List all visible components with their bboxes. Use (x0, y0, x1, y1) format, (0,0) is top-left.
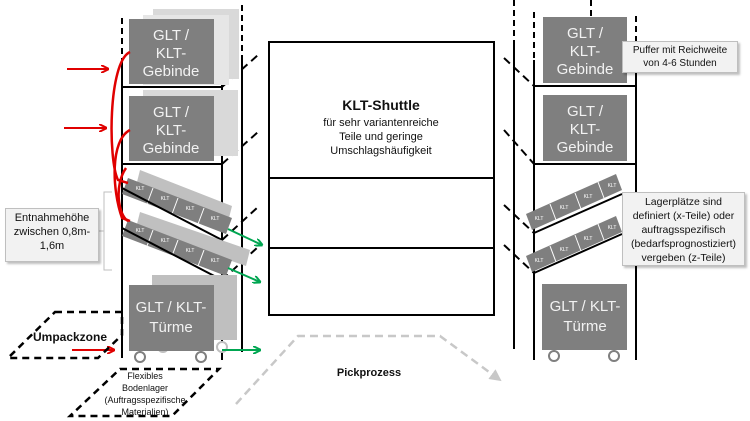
bin-label-line: KLT- (156, 122, 187, 139)
klt-label: KLT (535, 258, 544, 264)
right-inclined-shelf-1: KLT KLT KLT KLT (526, 174, 623, 234)
pick-path (235, 334, 502, 405)
pickprozess-label: Pickprozess (337, 367, 401, 379)
restock-curve (117, 167, 129, 223)
klt-label: KLT (584, 194, 593, 200)
left-towers: GLT / KLT- Türme (129, 285, 214, 363)
bin-label-line: KLT- (570, 121, 601, 138)
umpackzone-label: Umpackzone (33, 330, 107, 344)
wheel-icon (195, 351, 207, 363)
klt-label: KLT (161, 238, 170, 244)
klt-label: KLT (584, 236, 593, 242)
bodenlager-label-line: Flexibles (127, 371, 163, 381)
inclined-shelf-line (121, 187, 223, 241)
klt-label: KLT (560, 205, 569, 211)
bin-label-line: GLT / (153, 27, 190, 44)
bodenlager-label-line: Bodenlager (122, 383, 168, 393)
entnahme-callout: Entnahmehöhe zwischen 0,8m- 1,6m (5, 208, 99, 262)
rack-connector (221, 206, 259, 241)
callout-line: von 4-6 Stunden (643, 58, 717, 69)
right-bin-2: GLT / KLT- Gebinde (543, 95, 627, 161)
callout-line: Lagerplätze sind (644, 196, 723, 208)
rack-connector (503, 57, 535, 87)
left-bin-1: GLT / KLT- Gebinde (129, 19, 214, 84)
rack-connector (503, 244, 535, 274)
rack-connector (221, 246, 259, 281)
inflow-arrows (64, 50, 131, 350)
bin-label-line: GLT / (567, 25, 604, 42)
inclined-shelf-line (121, 227, 223, 281)
klt-label: KLT (136, 228, 145, 234)
rack-connector (503, 129, 535, 165)
klt-label: KLT (608, 183, 617, 189)
klt-label: KLT (211, 258, 220, 264)
callout-line: auftragsspezifisch (641, 224, 726, 236)
callout-line: 1,6m (39, 240, 65, 252)
bodenlager-label-line: Materialien) (121, 407, 168, 417)
klt-label: KLT (161, 196, 170, 202)
bin-label-line: Gebinde (143, 140, 200, 157)
puffer-callout: Puffer mit Reichweite von 4-6 Stunden (622, 41, 738, 73)
callout-line: Puffer mit Reichweite (632, 45, 728, 56)
rack-connector (221, 54, 259, 88)
bin-label-line: GLT / (153, 104, 190, 121)
left-rack: GLT / KLT- Gebinde GLT / KLT- Gebinde KL… (121, 5, 259, 363)
shuttle-title: KLT-Shuttle (342, 97, 420, 113)
tower-label-line: GLT / KLT- (550, 298, 621, 315)
left-bin-2: GLT / KLT- Gebinde (129, 96, 214, 161)
tower-label-line: Türme (149, 319, 192, 336)
wheel-icon (548, 350, 560, 362)
klt-label: KLT (535, 216, 544, 222)
outflow-arrow (227, 267, 260, 282)
bin-label-line: Gebinde (557, 61, 614, 78)
left-inclined-shelf-1: KLT KLT KLT KLT (121, 170, 232, 241)
left-inclined-shelf-2: KLT KLT KLT KLT (121, 212, 250, 281)
inclined-shelf-line (533, 233, 623, 274)
klt-label: KLT (186, 248, 195, 254)
bin-label-line: Gebinde (557, 139, 614, 156)
callout-line: zwischen 0,8m- (13, 226, 91, 238)
klt-label: KLT (186, 206, 195, 212)
restock-curve (113, 128, 131, 223)
klt-label: KLT (136, 186, 145, 192)
callout-line: definiert (x-Teile) oder (632, 210, 735, 222)
wheel-icon (608, 350, 620, 362)
outflow-arrows (222, 228, 262, 350)
klt-label: KLT (560, 247, 569, 253)
shuttle-desc-line: Teile und geringe (339, 131, 423, 143)
right-bin-1: GLT / KLT- Gebinde (543, 17, 627, 83)
right-inclined-shelf-2: KLT KLT KLT KLT (526, 216, 623, 274)
tower-label-line: GLT / KLT- (136, 299, 207, 316)
restock-curve (110, 50, 131, 185)
shuttle-desc-line: Umschlagshäufigkeit (330, 145, 432, 157)
rack-connector (503, 204, 535, 234)
lagerplaetze-callout: Lagerplätze sind definiert (x-Teile) ode… (622, 192, 745, 266)
shuttle-desc-line: für sehr variantenreiche (323, 117, 439, 129)
klt-label: KLT (211, 216, 220, 222)
tower-label-line: Türme (563, 318, 606, 335)
rack-connector (221, 131, 259, 165)
height-bracket (98, 191, 112, 271)
bin-label-line: KLT- (570, 43, 601, 60)
right-rack: GLT / KLT- Gebinde GLT / KLT- Gebinde KL… (503, 0, 637, 362)
wheel-icon (134, 351, 146, 363)
outflow-arrow (227, 228, 262, 245)
bodenlager-label-line: (Auftragsspezifische (104, 395, 185, 405)
right-towers: GLT / KLT- Türme (542, 284, 627, 362)
bin-label-line: Gebinde (143, 63, 200, 80)
bodenlager-area (66, 367, 223, 418)
bin-label-line: GLT / (567, 103, 604, 120)
bin-label-line: KLT- (156, 45, 187, 62)
callout-line: vergeben (z-Teile) (641, 252, 726, 264)
klt-label: KLT (608, 225, 617, 231)
klt-shuttle: KLT-Shuttle für sehr variantenreiche Tei… (268, 41, 495, 316)
callout-line: Entnahmehöhe (14, 212, 90, 224)
callout-line: (bedarfsprognostiziert) (630, 238, 737, 250)
inclined-shelf-line (533, 193, 623, 234)
